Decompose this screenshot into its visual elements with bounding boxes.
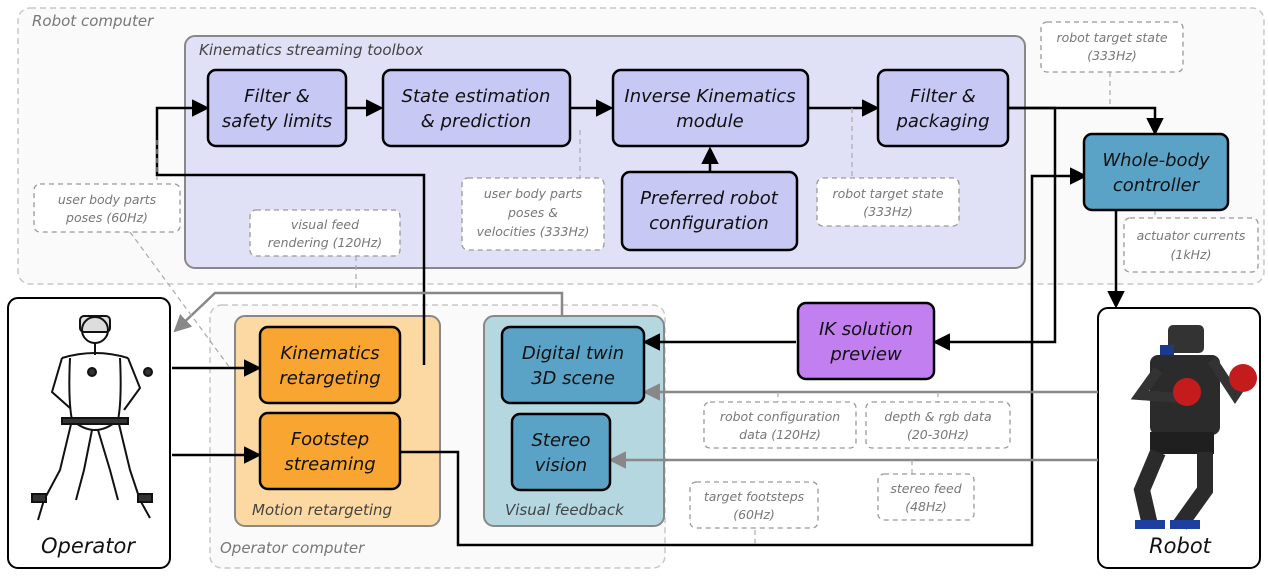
- filter-safety-box: Filter & safety limits: [206, 68, 348, 148]
- motion-retargeting-label: Motion retargeting: [252, 501, 392, 519]
- ann-user-poses-vel-1: user body parts: [484, 186, 583, 201]
- kinematics-toolbox-label: Kinematics streaming toolbox: [199, 41, 423, 59]
- svg-text:IK solution: IK solution: [819, 319, 913, 340]
- ann-target-footsteps-box: [689, 481, 819, 529]
- filter-packaging-box: Filter & packaging: [876, 68, 1010, 148]
- ann-visual-feed-box: [249, 209, 401, 257]
- edge-packaging-to-wbc: [1008, 106, 1164, 136]
- svg-text:configuration: configuration: [649, 213, 769, 234]
- svg-text:safety limits: safety limits: [222, 111, 332, 132]
- ann-robot-target-mid-2: (333Hz): [863, 204, 913, 219]
- ann-target-footsteps-1: target footsteps: [704, 489, 805, 504]
- svg-text:3D scene: 3D scene: [531, 368, 615, 389]
- robot-computer-label: Robot computer: [32, 12, 154, 30]
- svg-text:Filter &: Filter &: [244, 86, 310, 107]
- ann-stereo-feed-1: stereo feed: [890, 481, 961, 496]
- footstep-streaming-box: Footstep streaming: [258, 411, 402, 491]
- svg-text:vision: vision: [535, 455, 587, 476]
- ann-user-poses-vel-2: poses &: [507, 205, 558, 220]
- svg-text:Kinematics: Kinematics: [280, 343, 379, 364]
- inverse-kinematics-box: Inverse Kinematics module: [611, 68, 810, 148]
- leader-user-poses-b: [129, 231, 231, 369]
- ann-actuator-2: (1kHz): [1171, 247, 1212, 262]
- svg-text:packaging: packaging: [895, 111, 989, 132]
- ann-actuator-box: [1123, 217, 1259, 273]
- svg-text:controller: controller: [1113, 175, 1201, 196]
- operator-label: Operator: [41, 534, 136, 558]
- robot-label: Robot: [1149, 534, 1212, 558]
- ann-robot-target-top-1: robot target state: [1056, 30, 1167, 45]
- ann-user-poses-vel-3: velocities (333Hz): [477, 224, 590, 239]
- ann-user-poses-1: user body parts: [58, 192, 157, 207]
- svg-text:preview: preview: [829, 344, 902, 365]
- stereo-vision-box: Stereo vision: [510, 412, 612, 492]
- operator-computer-label: Operator computer: [220, 539, 365, 557]
- state-estimation-box: State estimation & prediction: [381, 68, 572, 148]
- ann-user-poses-2: poses (60Hz): [65, 210, 148, 225]
- ann-robot-config-2: data (120Hz): [739, 427, 821, 442]
- robot-figure: [1130, 325, 1257, 530]
- whole-body-controller-box: Whole-body controller: [1082, 132, 1230, 212]
- ann-robot-target-mid-1: robot target state: [832, 186, 943, 201]
- edge-footsteps-to-wbc: [400, 167, 1088, 547]
- edge-packaging-to-preview: [932, 106, 1057, 351]
- ann-robot-config-box: [703, 401, 857, 449]
- operator-figure: [31, 315, 153, 521]
- svg-text:module: module: [676, 111, 743, 132]
- ann-depth-rgb-box: [865, 401, 1011, 449]
- svg-text:Stereo: Stereo: [531, 430, 590, 451]
- svg-text:& prediction: & prediction: [421, 111, 531, 132]
- svg-text:Inverse Kinematics: Inverse Kinematics: [624, 86, 795, 107]
- ann-depth-rgb-1: depth & rgb data: [884, 409, 991, 424]
- ann-actuator-1: actuator currents: [1137, 228, 1246, 243]
- edge-twin-to-operator: [173, 291, 564, 333]
- svg-text:streaming: streaming: [284, 454, 375, 475]
- ann-visual-feed-2: rendering (120Hz): [268, 235, 382, 250]
- svg-text:Filter &: Filter &: [910, 86, 976, 107]
- preferred-config-box: Preferred robot configuration: [620, 170, 799, 252]
- ann-robot-target-top-2: (333Hz): [1087, 48, 1137, 63]
- edge-operator-to-filter: [155, 99, 426, 365]
- svg-text:Whole-body: Whole-body: [1102, 150, 1210, 171]
- svg-text:Footstep: Footstep: [291, 429, 369, 450]
- ann-user-poses-vel-box: [461, 177, 605, 251]
- digital-twin-box: Digital twin 3D scene: [500, 325, 646, 405]
- ann-robot-target-mid-box: [816, 177, 960, 227]
- svg-text:Digital twin: Digital twin: [522, 343, 624, 364]
- operator-frame: [7, 297, 171, 569]
- svg-text:State estimation: State estimation: [402, 86, 551, 107]
- ann-robot-config-1: robot configuration: [720, 409, 840, 424]
- svg-text:Preferred robot: Preferred robot: [640, 188, 779, 209]
- ann-visual-feed-1: visual feed: [291, 217, 359, 232]
- ann-target-footsteps-2: (60Hz): [733, 507, 775, 522]
- ann-depth-rgb-2: (20-30Hz): [907, 427, 969, 442]
- svg-text:retargeting: retargeting: [279, 368, 380, 389]
- ann-stereo-feed-2: (48Hz): [905, 499, 947, 514]
- ik-preview-box: IK solution preview: [796, 301, 936, 381]
- ann-robot-target-top-box: [1040, 21, 1184, 73]
- ann-stereo-feed-box: [877, 473, 975, 521]
- visual-feedback-label: Visual feedback: [505, 501, 625, 519]
- ann-user-poses-box: [33, 183, 181, 233]
- kinematics-retargeting-box: Kinematics retargeting: [258, 325, 402, 405]
